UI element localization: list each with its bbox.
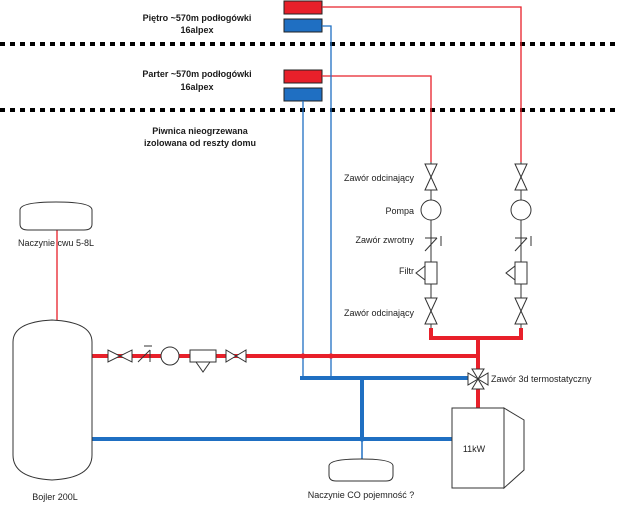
manifold-floor1-supply: [283, 0, 323, 15]
zone-floor1-label: Piętro ~570m podłogówki: [143, 13, 252, 23]
zone-basement-sublabel: izolowana od reszty domu: [144, 138, 256, 148]
junction-dot: [300, 353, 306, 359]
three-way-valve-label: Zawór 3d termostatyczny: [491, 374, 592, 384]
boiler-icon: [451, 407, 525, 490]
right-filter-icon: [505, 261, 528, 285]
dhw-expansion-label: Naczynie cwu 5-8L: [18, 238, 94, 248]
return-line-floor1: [322, 25, 332, 378]
zone-ground-label: Parter ~570m podłogówki: [142, 69, 251, 79]
zone-basement-label: Piwnica nieogrzewana: [152, 126, 249, 136]
supply-line-ground: [322, 75, 432, 162]
manifold-ground-supply: [283, 69, 323, 84]
dhw-expansion-vessel: [19, 201, 93, 231]
ch-expansion-label: Naczynie CO pojemność ?: [308, 490, 415, 500]
boiler-label: 11kW: [463, 444, 486, 454]
dhw-filter-icon: [189, 349, 217, 373]
shutoff-valve-bottom-label: Zawór odcinający: [344, 308, 415, 318]
right-pump-icon: [510, 199, 532, 221]
left-filter-icon: [415, 261, 438, 285]
zone-ground-sublabel: 16alpex: [180, 82, 213, 92]
junction-dot: [359, 436, 365, 442]
dhw-check-valve-icon: [137, 345, 152, 363]
dhw-tank-label: Bojler 200L: [32, 492, 78, 502]
dhw-tank: [12, 319, 93, 481]
ch-expansion-vessel: [328, 458, 394, 482]
supply-line-floor1: [322, 6, 522, 162]
shutoff-valve-top-label: Zawór odcinający: [344, 173, 415, 183]
right-shutoff-valve-bottom-icon: [514, 297, 528, 325]
check-valve-label: Zawór zwrotny: [355, 235, 414, 245]
filter-label: Filtr: [399, 266, 414, 276]
pump-label: Pompa: [385, 206, 414, 216]
manifold-floor1-return: [283, 18, 323, 33]
dhw-pump-icon: [160, 346, 180, 366]
dhw-valve-right-icon: [225, 349, 247, 363]
zone-floor1-sublabel: 16alpex: [180, 25, 213, 35]
dhw-valve-left-icon: [107, 349, 133, 363]
right-shutoff-valve-top-icon: [514, 163, 528, 191]
left-shutoff-valve-top-icon: [424, 163, 438, 191]
manifold-ground-return: [283, 87, 323, 102]
left-pump-icon: [420, 199, 442, 221]
three-way-valve-icon: [467, 368, 489, 390]
left-check-valve-icon: [424, 236, 442, 252]
junction-dot: [328, 353, 334, 359]
right-check-valve-icon: [514, 236, 532, 252]
supply-header: [429, 328, 523, 340]
left-shutoff-valve-bottom-icon: [424, 297, 438, 325]
